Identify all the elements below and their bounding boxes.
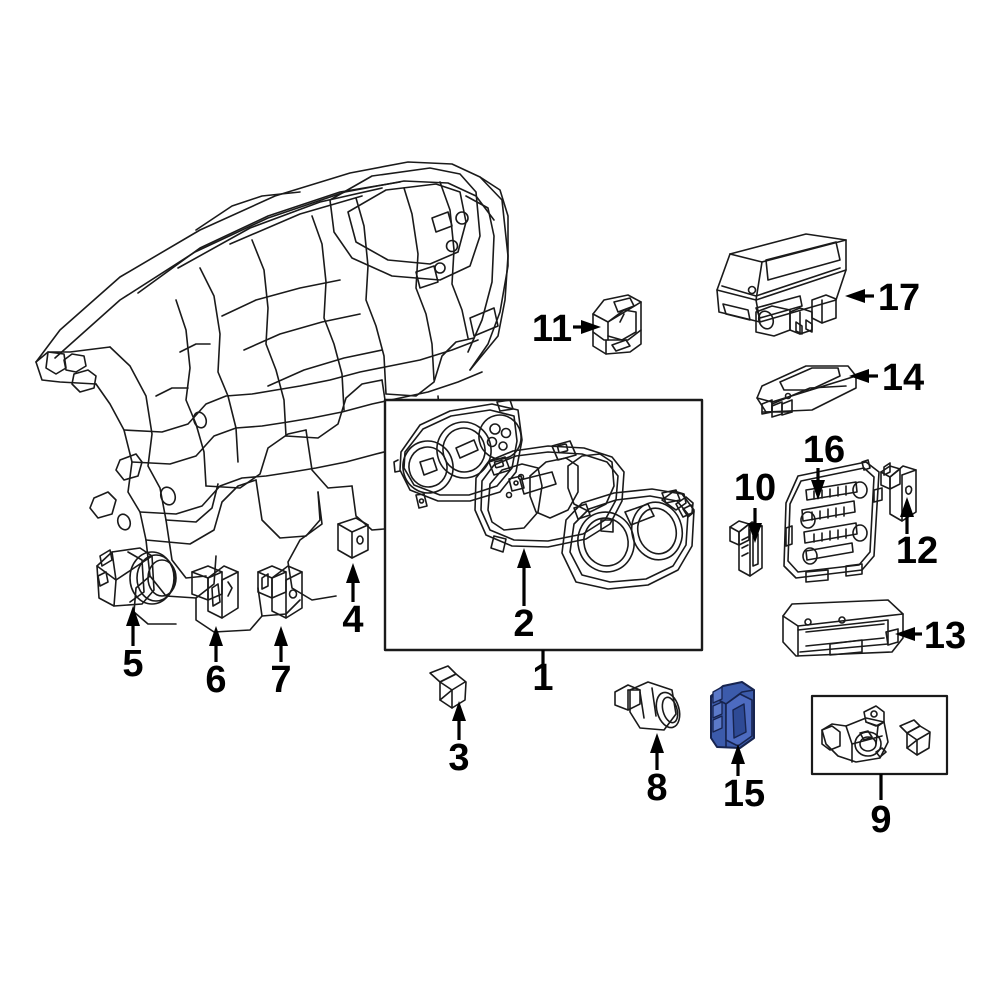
small-cube-switch	[337, 517, 369, 559]
callout-4: 4	[342, 599, 363, 641]
arrowhead-2	[517, 548, 531, 568]
cluster-box-bolt	[661, 490, 695, 518]
cylindrical-switch-8	[614, 681, 681, 731]
headlamp-rotary-switch	[96, 547, 177, 607]
callout-16: 16	[803, 429, 845, 471]
arrowhead-6	[209, 626, 223, 646]
cluster-screw	[429, 665, 467, 709]
callout-1: 1	[532, 657, 553, 699]
callout-10: 10	[734, 467, 776, 509]
arrowhead-11	[581, 320, 601, 334]
arrowhead-5	[126, 606, 140, 626]
callout-13: 13	[924, 615, 966, 657]
switch-11	[592, 294, 642, 355]
callout-14: 14	[882, 357, 924, 399]
arrowhead-10	[748, 523, 762, 543]
instrument-cluster-dial-face	[393, 399, 525, 509]
callout-12: 12	[896, 530, 938, 572]
arrowhead-8	[650, 733, 664, 753]
callout-15: 15	[723, 773, 765, 815]
instrument-panel-structure	[35, 161, 509, 633]
arrowhead-14	[849, 369, 869, 383]
switch-12	[880, 462, 917, 522]
callout-8: 8	[646, 767, 667, 809]
highlighted-switch-15	[710, 681, 755, 749]
arrowhead-12	[900, 497, 914, 517]
callout-11: 11	[532, 308, 572, 350]
callout-3: 3	[448, 737, 469, 779]
rocker-switch-7	[257, 565, 303, 619]
callout-6: 6	[205, 659, 226, 701]
arrowhead-15	[731, 744, 745, 764]
module-17	[716, 233, 847, 337]
callout-9: 9	[870, 799, 891, 841]
module-13	[782, 599, 904, 657]
callout-7: 7	[270, 659, 291, 701]
arrowhead-16	[811, 480, 825, 500]
arrowhead-4	[346, 563, 360, 583]
arrowhead-3	[452, 701, 466, 721]
climate-control-panel-16	[783, 459, 883, 583]
instrument-cluster-housing	[474, 440, 625, 553]
callout-5: 5	[122, 643, 143, 685]
bracket-assembly	[821, 705, 931, 763]
arrowhead-7	[274, 626, 288, 646]
instrument-cluster-group-box	[383, 398, 704, 652]
arrowhead-13	[895, 627, 915, 641]
arrowhead-17	[845, 289, 865, 303]
rocker-switch-6	[191, 565, 239, 619]
callout-17: 17	[878, 277, 920, 319]
callout-2: 2	[513, 603, 534, 645]
